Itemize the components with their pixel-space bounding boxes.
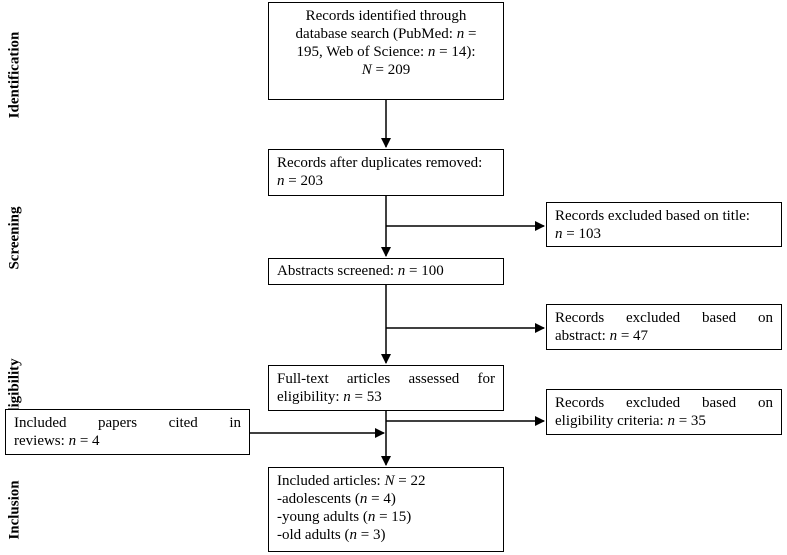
box-excluded-abstract: Records excluded based on abstract: n = … xyxy=(546,304,782,350)
box-cited-in-reviews: Included papers cited in reviews: n = 4 xyxy=(5,409,250,455)
box-included-articles: Included articles: N = 22 -adolescents (… xyxy=(268,467,504,552)
box-abstracts-screened: Abstracts screened: n = 100 xyxy=(268,258,504,285)
box-records-after-duplicates: Records after duplicates removed: n = 20… xyxy=(268,149,504,196)
box-excluded-title: Records excluded based on title: n = 103 xyxy=(546,202,782,247)
stage-screening: Screening xyxy=(6,205,23,270)
stage-identification: Identification xyxy=(6,31,23,119)
stage-inclusion: Inclusion xyxy=(6,480,23,540)
box-excluded-eligibility: Records excluded based on eligibility cr… xyxy=(546,389,782,435)
box-records-identified: Records identified through database sear… xyxy=(268,2,504,100)
box-fulltext-assessed: Full-text articles assessed for eligibil… xyxy=(268,365,504,411)
